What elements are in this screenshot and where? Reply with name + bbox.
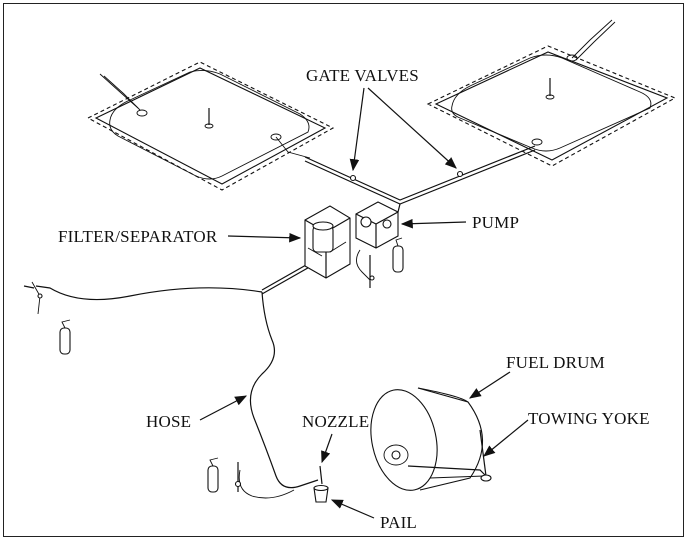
towing-yoke: [407, 429, 492, 482]
left-hose-branch: [23, 281, 263, 355]
arrow-gate-valve-right: [367, 87, 457, 169]
arrow-pump: [400, 218, 467, 229]
nozzle: [319, 465, 323, 485]
fire-extinguisher-left: [59, 327, 71, 355]
label-hose: HOSE: [146, 412, 191, 431]
arrow-towing-yoke: [483, 419, 529, 457]
label-nozzle: NOZZLE: [302, 412, 369, 431]
gate-valve-left: [349, 174, 357, 182]
gate-valve-right: [456, 170, 464, 178]
label-towing-yoke: TOWING YOKE: [528, 409, 650, 428]
arrow-hose: [199, 395, 248, 421]
fuel-drum: [370, 387, 484, 491]
left-fuel-bladder: [86, 61, 335, 191]
filter-separator-unit: [304, 205, 351, 279]
leader-arrows: [199, 87, 529, 519]
arrow-gate-valve-left: [349, 87, 365, 172]
arrow-fuel-drum: [468, 371, 511, 399]
fire-extinguisher-pump: [392, 245, 404, 273]
right-fuel-bladder: [426, 19, 677, 167]
fire-extinguisher-nozzle: [207, 465, 219, 493]
label-fuel-drum: FUEL DRUM: [506, 353, 605, 372]
nozzle-and-pail: [313, 465, 329, 503]
main-hose: [207, 291, 319, 499]
arrow-filter-separator: [227, 232, 302, 243]
label-gate-valves: GATE VALVES: [306, 66, 419, 85]
arrow-pail: [330, 499, 375, 519]
pump-unit: [355, 201, 404, 288]
arrow-nozzle: [321, 433, 333, 464]
label-pump: PUMP: [472, 213, 519, 232]
label-filter-separator: FILTER/SEPARATOR: [58, 227, 218, 246]
label-pail: PAIL: [380, 513, 417, 532]
